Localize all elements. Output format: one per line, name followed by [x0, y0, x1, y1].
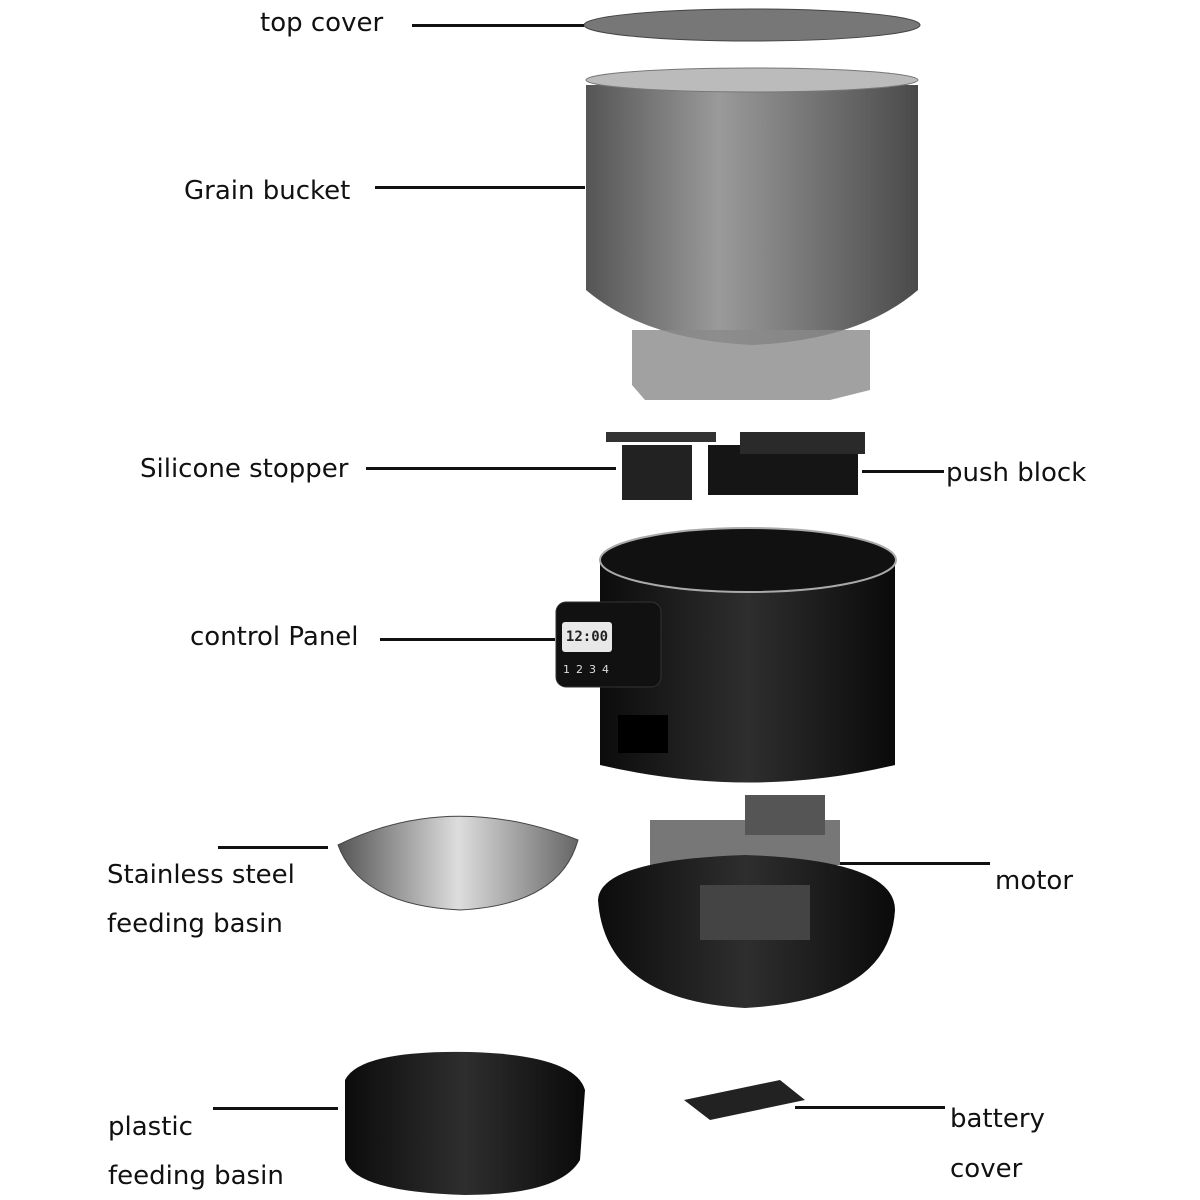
label-control-panel: control Panel: [190, 622, 359, 652]
label-battery-line2: cover: [950, 1154, 1023, 1184]
label-top-cover: top cover: [260, 8, 384, 38]
label-stainless-line2: feeding basin: [107, 909, 283, 939]
control-panel-buttons: 1 2 3 4: [563, 663, 609, 676]
motor-base-part: [598, 795, 895, 1008]
label-motor: motor: [995, 866, 1074, 896]
leader-motor: [840, 862, 990, 865]
panel-button-2[interactable]: 2: [576, 663, 583, 676]
leader-control-panel: [380, 638, 555, 641]
plastic-basin-part: [345, 1051, 585, 1195]
label-silicone-stopper: Silicone stopper: [140, 454, 349, 484]
control-panel-display: 12:00: [562, 622, 612, 652]
panel-button-1[interactable]: 1: [563, 663, 570, 676]
main-body-part: [555, 527, 897, 783]
label-battery-line1: battery: [950, 1104, 1045, 1134]
label-stainless-line1: Stainless steel: [107, 860, 295, 890]
leader-silicone-stopper: [366, 467, 616, 470]
silicone-stopper-part: [606, 432, 716, 500]
leader-plastic-basin: [213, 1107, 338, 1110]
leader-battery-cover: [795, 1106, 945, 1109]
leader-top-cover: [412, 24, 584, 27]
panel-button-3[interactable]: 3: [589, 663, 596, 676]
panel-button-4[interactable]: 4: [602, 663, 609, 676]
stainless-basin-part: [337, 815, 579, 911]
label-push-block: push block: [946, 458, 1087, 488]
label-plastic-line1: plastic: [108, 1112, 193, 1142]
label-grain-bucket: Grain bucket: [184, 176, 351, 206]
leader-push-block: [862, 470, 944, 473]
push-block-part: [708, 432, 865, 495]
label-plastic-line2: feeding basin: [108, 1161, 284, 1191]
leader-stainless-basin: [218, 846, 328, 849]
leader-grain-bucket: [375, 186, 585, 189]
grain-bucket-part: [585, 67, 919, 400]
top-cover-part: [583, 8, 921, 42]
battery-cover-part: [684, 1080, 805, 1120]
